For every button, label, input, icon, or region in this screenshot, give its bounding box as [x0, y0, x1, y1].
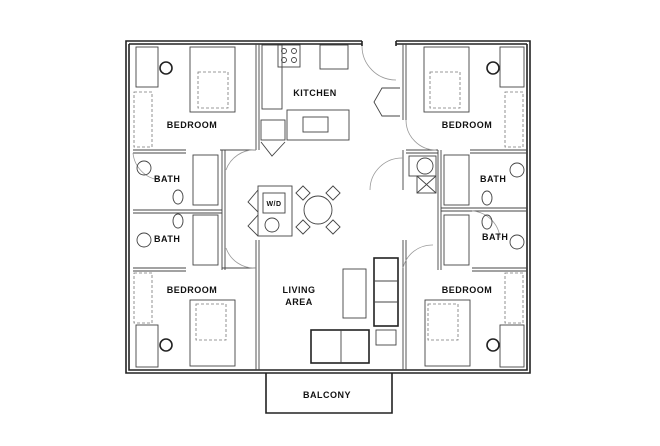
dining-table — [295, 185, 341, 235]
desk-chair — [486, 338, 500, 352]
stove — [277, 44, 301, 68]
room-label-bath: BATH — [154, 174, 180, 184]
interior-walls — [133, 44, 527, 370]
exterior-walls — [125, 40, 531, 374]
bedroom-furniture — [133, 46, 525, 368]
doors — [132, 45, 501, 269]
desk-chair — [159, 61, 173, 75]
room-label-bath: BATH — [482, 232, 508, 242]
desk-chair — [159, 338, 173, 352]
room-label-balcony: BALCONY — [303, 390, 351, 400]
sofa-bottom — [310, 329, 370, 364]
fridge — [319, 44, 349, 70]
room-label-bath: BATH — [154, 234, 180, 244]
room-label-bedroom: BEDROOM — [167, 285, 218, 295]
balcony — [265, 373, 393, 414]
label-washer-dryer: W/D — [266, 201, 281, 208]
washer-dryer — [262, 192, 286, 214]
room-label-bedroom: BEDROOM — [442, 120, 493, 130]
desk-chair — [486, 61, 500, 75]
kitchen-counters — [260, 44, 350, 157]
coffee-table — [342, 268, 367, 319]
living-furniture — [310, 257, 399, 364]
sofa-right — [373, 257, 399, 327]
bathroom-fixtures — [136, 154, 525, 266]
room-label-bedroom: BEDROOM — [167, 120, 218, 130]
pantry — [373, 87, 400, 117]
sink — [302, 116, 329, 133]
room-label-bedroom: BEDROOM — [442, 285, 493, 295]
laundry — [247, 185, 293, 237]
room-label-kitchen: KITCHEN — [293, 88, 337, 98]
room-label-living: LIVING — [282, 285, 315, 295]
room-label-bath: BATH — [480, 174, 506, 184]
room-label-area: AREA — [285, 297, 313, 307]
island — [286, 109, 350, 141]
